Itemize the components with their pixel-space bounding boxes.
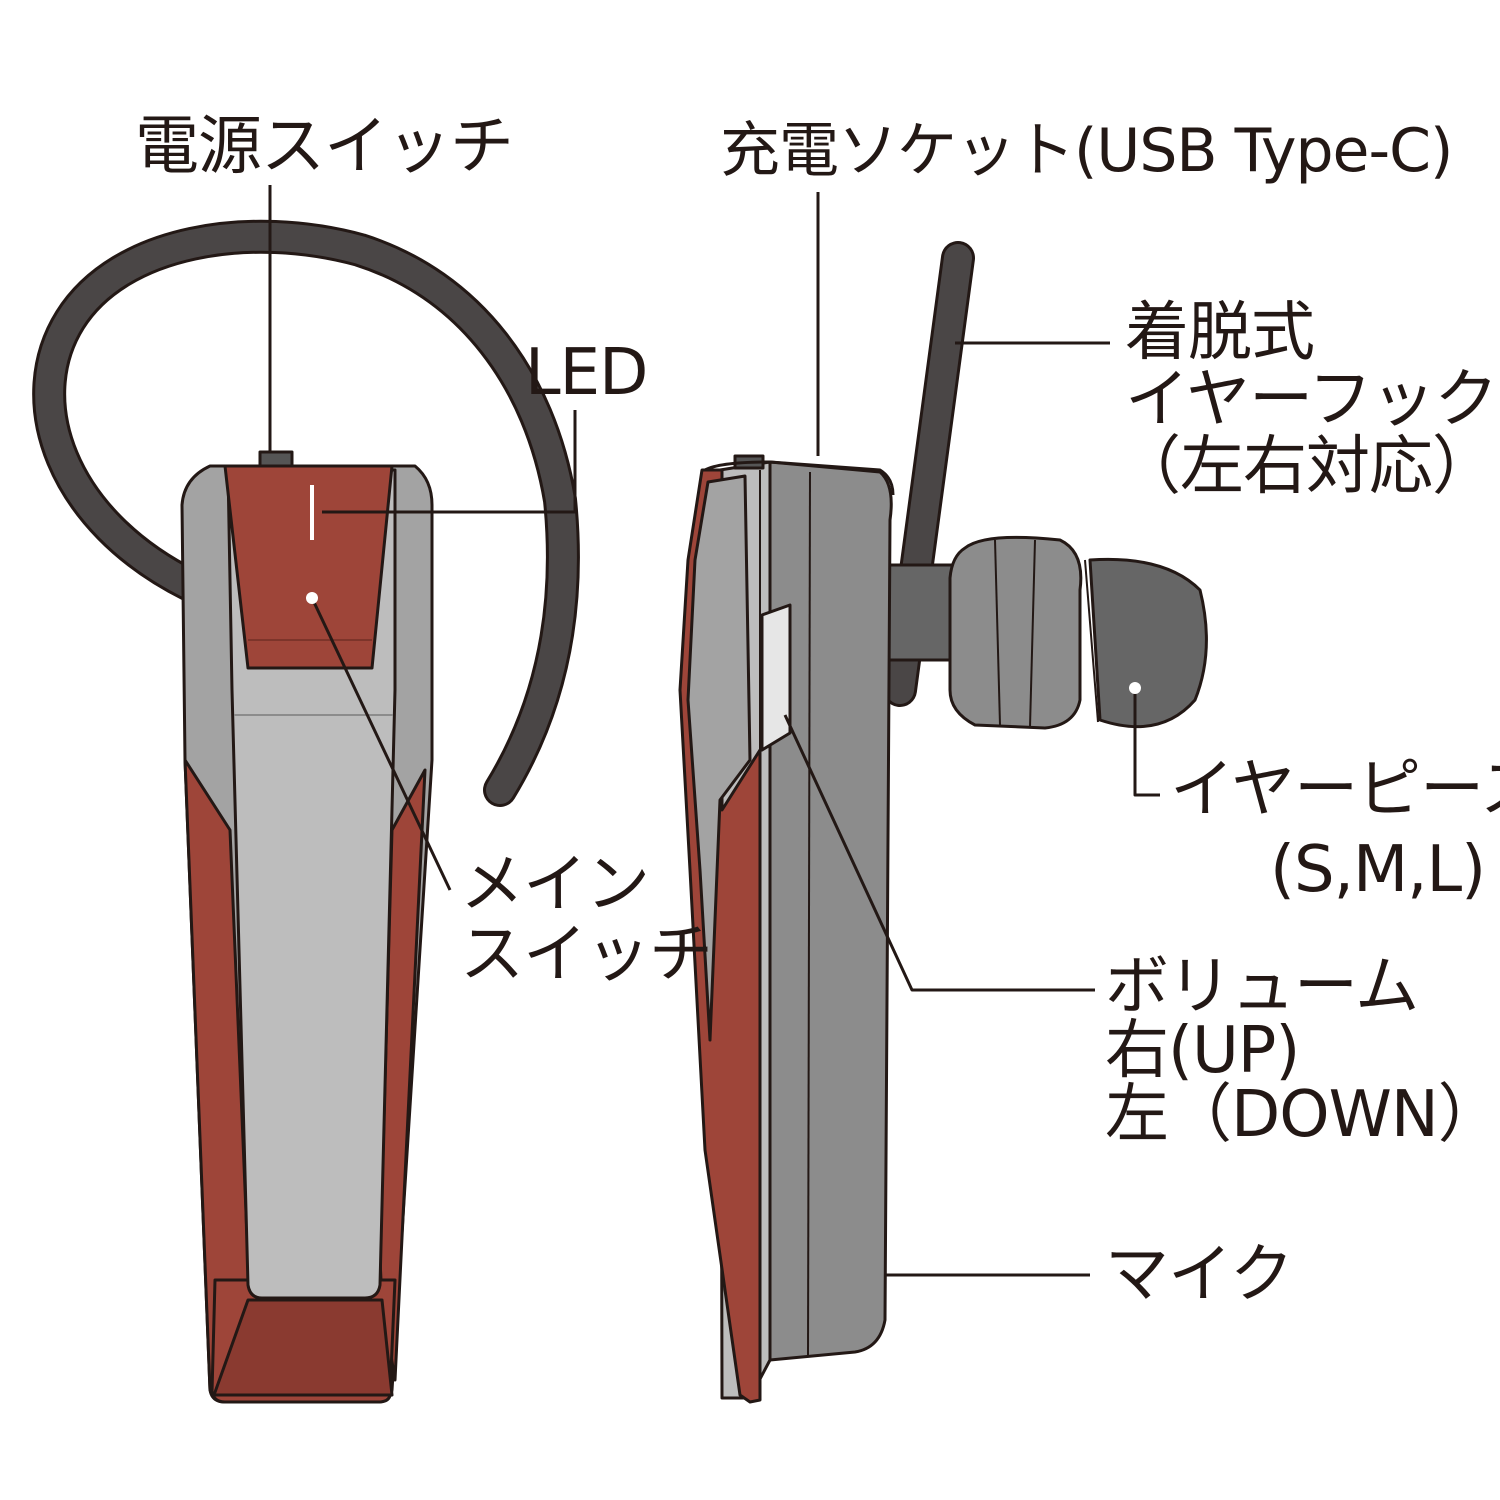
leader-lines xyxy=(268,185,1160,1277)
label-charging-socket: 充電ソケット(USB Type-C) xyxy=(720,116,1453,186)
ear-tip-seam xyxy=(1084,559,1099,723)
label-volume: ボリューム 右(UP) 左（DOWN） xyxy=(1105,950,1500,1152)
label-mic: マイク xyxy=(1105,1238,1294,1312)
power-switch-nub xyxy=(258,450,294,468)
main-switch xyxy=(223,464,394,670)
front-inner-panel xyxy=(226,468,397,1300)
ear-tip xyxy=(1088,557,1208,729)
earpiece-housing xyxy=(948,535,1083,730)
leader-main-switch-dot xyxy=(306,592,318,604)
side-body-back xyxy=(768,460,893,1362)
ear-hook-loop-fill xyxy=(35,222,577,804)
earpiece-ridge-1 xyxy=(994,539,1001,726)
label-power-switch: 電源スイッチ xyxy=(135,110,514,184)
leader-earpiece xyxy=(1133,685,1160,797)
leader-earpiece-dot xyxy=(1129,682,1141,694)
volume-button xyxy=(760,603,792,752)
side-body-front-grey xyxy=(686,474,752,1042)
label-earpiece: イヤーピース xyxy=(1170,753,1500,827)
label-ear-hook: 着脱式 イヤーフック （左右対応） xyxy=(1117,296,1498,505)
label-led: LED xyxy=(525,336,648,410)
earpiece-ridge-2 xyxy=(1029,539,1036,728)
label-main-switch: メイン スイッチ xyxy=(460,848,713,993)
label-earpiece-sizes: (S,M,L) xyxy=(1270,833,1486,907)
side-top-cap xyxy=(704,460,895,496)
front-body-bottom-facet xyxy=(212,1298,394,1397)
leader-main-switch xyxy=(310,597,452,891)
leader-led xyxy=(322,410,577,514)
leader-volume xyxy=(783,714,1095,992)
side-body-seam xyxy=(807,471,811,1356)
